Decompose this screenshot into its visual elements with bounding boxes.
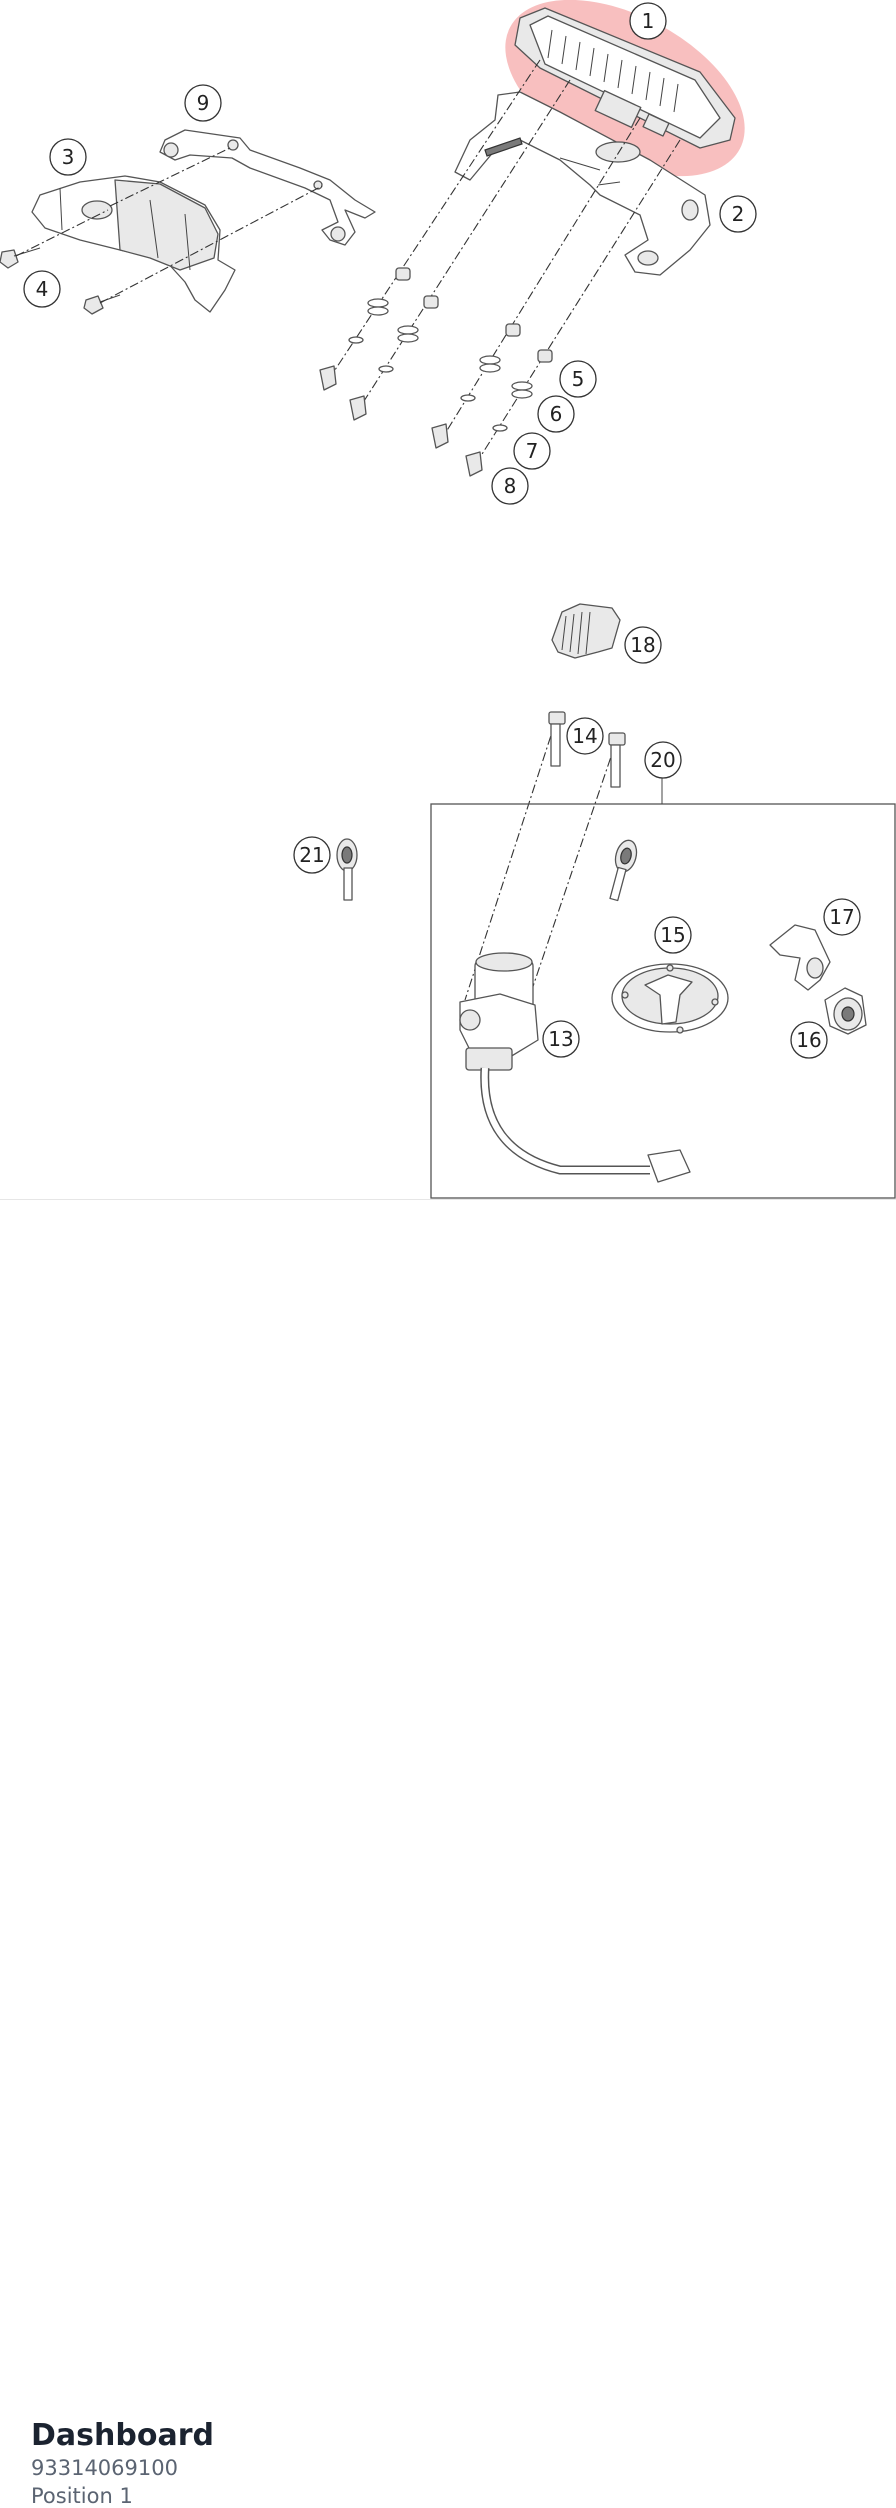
svg-text:3: 3 [62,145,75,169]
svg-text:1: 1 [642,9,655,33]
svg-text:17: 17 [829,905,854,929]
callout-3: 3 [49,138,87,176]
part-position: Position 1 [31,2484,133,2508]
callout-1: 1 [629,2,667,40]
part-5-8-fasteners[interactable] [319,267,553,477]
svg-text:16: 16 [796,1028,821,1052]
callout-16: 16 [790,1021,828,1059]
part-9-bracket[interactable] [159,129,376,246]
part-info-panel: Dashboard 93314069100 Position 1 [0,1199,896,2508]
part-number: 93314069100 [31,2456,178,2480]
part-14-bolts[interactable] [548,711,626,788]
callout-2: 2 [719,195,757,233]
callout-9: 9 [184,84,222,122]
callout-8: 8 [491,467,529,505]
svg-text:8: 8 [504,474,517,498]
svg-text:15: 15 [660,923,685,947]
part-15-tank-cap[interactable] [611,963,729,1034]
part-title: Dashboard [31,2418,214,2453]
part-17-bracket[interactable] [769,924,831,991]
callout-17: 17 [823,898,861,936]
part-21-key[interactable] [336,838,358,901]
svg-text:21: 21 [299,843,324,867]
assembly-lines [15,59,681,1011]
exploded-parts-diagram: 1 2 3 4 5 6 7 8 9 13 14 15 16 17 18 20 2… [0,0,896,1199]
callout-5: 5 [559,360,597,398]
callout-20: 20 [644,741,682,779]
callout-7: 7 [513,432,551,470]
part-18-connector[interactable] [551,603,621,659]
callout-13: 13 [542,1020,580,1058]
svg-text:5: 5 [572,367,585,391]
callout-4: 4 [23,270,61,308]
part-3-cover[interactable] [31,175,236,313]
callout-6: 6 [537,395,575,433]
svg-text:7: 7 [526,439,539,463]
svg-text:13: 13 [548,1027,573,1051]
part-1-dashboard[interactable] [514,7,736,149]
svg-text:20: 20 [650,748,675,772]
part-16-lock-cylinder[interactable] [824,987,867,1035]
svg-text:18: 18 [630,633,655,657]
callout-18: 18 [624,626,662,664]
part-13-ignition-lock[interactable] [459,952,691,1183]
svg-text:9: 9 [197,91,210,115]
svg-text:4: 4 [36,277,49,301]
svg-text:14: 14 [572,724,597,748]
kit-key[interactable] [609,838,640,902]
callout-14: 14 [566,717,604,755]
svg-text:6: 6 [550,402,563,426]
part-4-screws[interactable] [0,247,121,315]
callout-15: 15 [654,916,692,954]
part-2-bracket[interactable] [454,91,711,276]
callout-21: 21 [293,836,331,874]
svg-text:2: 2 [732,202,745,226]
part-20-kit-box [430,778,896,1199]
